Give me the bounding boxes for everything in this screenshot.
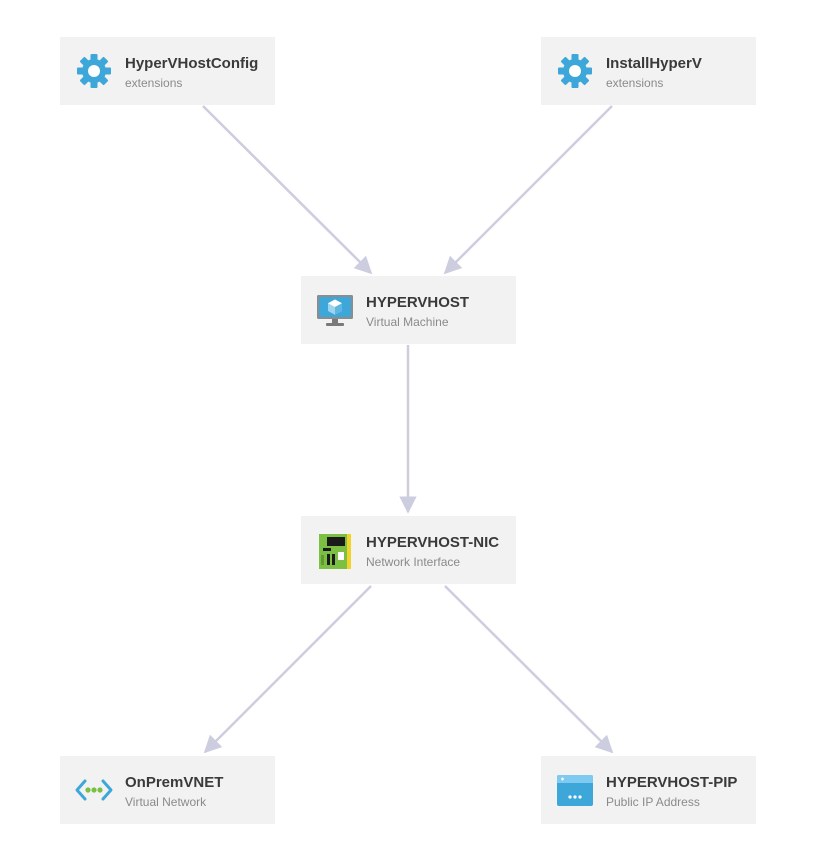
node-onpremvnet[interactable]: OnPremVNET Virtual Network xyxy=(60,756,275,824)
edge-hypervhostconfig-to-hypervhost xyxy=(202,105,373,275)
node-subtitle: extensions xyxy=(606,76,664,90)
gear-icon xyxy=(74,51,114,91)
node-hypervhostconfig[interactable]: HyperVHostConfig extensions xyxy=(60,37,275,105)
node-subtitle: Virtual Machine xyxy=(366,315,449,329)
network-interface-icon xyxy=(315,530,355,570)
node-title: HYPERVHOST xyxy=(366,294,470,311)
node-hypervhost[interactable]: HYPERVHOST Virtual Machine xyxy=(301,276,516,344)
edge-installhyperv-to-hypervhost xyxy=(443,105,613,275)
edge-nic-to-onpremvnet xyxy=(203,585,372,754)
node-title: HyperVHostConfig xyxy=(125,55,259,72)
node-title: InstallHyperV xyxy=(606,55,702,72)
node-subtitle: Network Interface xyxy=(366,555,461,569)
node-pip[interactable]: HYPERVHOST-PIP Public IP Address xyxy=(541,756,756,824)
node-subtitle: extensions xyxy=(125,76,183,90)
node-subtitle: Public IP Address xyxy=(606,795,700,809)
node-title: HYPERVHOST-NIC xyxy=(366,534,500,551)
virtual-machine-icon xyxy=(315,290,355,330)
edge-nic-to-pip xyxy=(444,585,614,754)
virtual-network-icon xyxy=(74,770,114,810)
node-title: OnPremVNET xyxy=(125,774,224,791)
node-installhyperv[interactable]: InstallHyperV extensions xyxy=(541,37,756,105)
public-ip-icon xyxy=(555,770,595,810)
node-subtitle: Virtual Network xyxy=(125,795,207,809)
gear-icon xyxy=(555,51,595,91)
node-nic[interactable]: HYPERVHOST-NIC Network Interface xyxy=(301,516,516,584)
node-title: HYPERVHOST-PIP xyxy=(606,774,738,791)
